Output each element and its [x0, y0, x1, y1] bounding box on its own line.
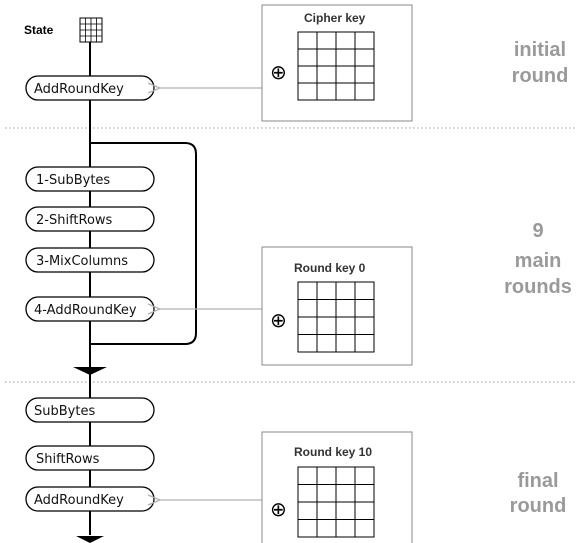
- main-stage-line3: rounds: [504, 276, 572, 298]
- final-addroundkey-label: AddRoundKey: [34, 493, 124, 508]
- final-xor-icon: ⊕: [270, 497, 287, 521]
- initial-addroundkey-label: AddRoundKey: [34, 82, 124, 97]
- cipher-key-title: Cipher key: [304, 11, 366, 25]
- round-loop-path: [90, 142, 197, 345]
- step-mixcolumns-label: 3-MixColumns: [36, 254, 128, 269]
- round-key-0-grid: [297, 281, 375, 353]
- final-subbytes-step: SubBytes: [25, 397, 155, 423]
- step-addroundkey: 4-AddRoundKey: [25, 296, 155, 322]
- final-subbytes-label: SubBytes: [34, 404, 95, 419]
- step-shiftrows-label: 2-ShiftRows: [36, 213, 113, 228]
- final-stage-line1: final: [517, 470, 558, 492]
- cipher-key-box: Cipher key ⊕: [261, 4, 413, 122]
- round-key-10-box: Round key 10 ⊕: [261, 431, 413, 543]
- initial-stage-line1: initial: [514, 39, 566, 61]
- round-key-10-grid: [297, 466, 375, 538]
- flow-arrowhead-1: [73, 367, 107, 375]
- initial-xor-icon: ⊕: [270, 60, 287, 84]
- round-key-10-title: Round key 10: [294, 445, 372, 459]
- main-stage-line2: main: [515, 250, 562, 272]
- round-key-0-title: Round key 0: [294, 261, 366, 275]
- flow-arrowhead-2: [76, 536, 104, 543]
- initial-stage-line2: round: [512, 65, 569, 87]
- state-grid-icon: [79, 17, 103, 43]
- step-subbytes-label: 1-SubBytes: [36, 173, 110, 188]
- state-label: State: [24, 23, 54, 37]
- initial-addroundkey-step: AddRoundKey: [25, 75, 155, 101]
- final-stage-line2: round: [510, 495, 567, 517]
- final-shiftrows-step: ShiftRows: [25, 445, 155, 471]
- main-stage-line1: 9: [532, 220, 543, 242]
- final-addroundkey-step: AddRoundKey: [25, 486, 155, 512]
- step-addroundkey-label: 4-AddRoundKey: [34, 303, 137, 318]
- round-key-0-box: Round key 0 ⊕: [261, 246, 413, 366]
- final-shiftrows-label: ShiftRows: [36, 452, 100, 467]
- cipher-key-grid: [297, 31, 375, 101]
- step-shiftrows: 2-ShiftRows: [25, 206, 155, 232]
- step-subbytes: 1-SubBytes: [25, 166, 155, 192]
- main-xor-icon: ⊕: [270, 308, 287, 332]
- step-mixcolumns: 3-MixColumns: [25, 247, 155, 273]
